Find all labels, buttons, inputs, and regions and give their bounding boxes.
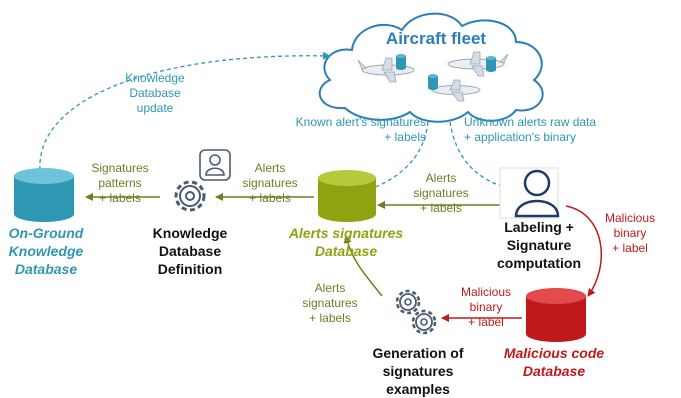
generation-process-label: Generation of signatures examples <box>372 345 463 397</box>
edge-label-line: Database <box>129 86 181 100</box>
labeling-process-label: Labeling + Signature computation <box>497 219 581 271</box>
edge-label-line: + labels <box>249 191 291 205</box>
database-label-line: Knowledge <box>9 243 84 259</box>
edge-label-unknown-alerts: Unknown alerts raw data + application's … <box>464 115 596 144</box>
malicious-database-label: Malicious code Database <box>504 345 605 379</box>
edge-label-line: signatures <box>302 296 357 310</box>
process-label-line: computation <box>497 255 581 271</box>
process-label-line: Definition <box>158 261 223 277</box>
edge-label-line: + labels <box>420 201 462 215</box>
process-label-line: Labeling + <box>504 219 574 235</box>
edge-label-line: + labels <box>384 130 426 144</box>
arrow-unknown-alerts <box>449 121 509 191</box>
edge-label-line: Malicious <box>461 285 511 299</box>
edge-label-line: + label <box>612 241 648 255</box>
edge-label-line: Alerts <box>426 171 457 185</box>
edge-label-known-alerts: Known alert's signatures + labels <box>296 115 426 144</box>
edge-label-line: Signatures <box>91 161 148 175</box>
on-ground-knowledge-database-icon <box>14 168 74 222</box>
edge-label-line: + labels <box>309 311 351 325</box>
arrow-kdb-update <box>39 51 331 171</box>
edge-label-line: Alerts <box>255 161 286 175</box>
edge-label-line: binary <box>614 226 647 240</box>
edge-label-line: patterns <box>98 176 141 190</box>
airplane-icon <box>431 79 481 102</box>
edge-label-alerts-to-kdd: Alerts signatures + labels <box>242 161 297 205</box>
kdd-process-label: Knowledge Database Definition <box>153 225 228 277</box>
edge-label-line: Unknown alerts raw data <box>464 115 596 129</box>
edge-label-gen-to-alerts: Alerts signatures + labels <box>302 281 357 325</box>
edge-label-line: binary <box>470 300 503 314</box>
edge-label-line: signatures <box>413 186 468 200</box>
process-label-line: Generation of <box>372 345 463 361</box>
gear-icon <box>174 180 206 212</box>
alerts-database-label: Alerts signatures Database <box>288 225 404 259</box>
arrow-gen-to-alerts <box>343 235 383 297</box>
arrow-labeling-to-malicious <box>565 205 602 297</box>
edge-label-signature-patterns: Signatures patterns + labels <box>91 161 148 205</box>
database-label-line: Alerts signatures <box>288 225 404 241</box>
alerts-signatures-database-icon <box>318 170 376 222</box>
user-icon <box>499 167 560 219</box>
edge-label-kdb-update: Knowledge Database update <box>125 71 185 115</box>
edge-label-line: signatures <box>242 176 297 190</box>
malicious-code-database-icon <box>526 288 586 342</box>
edge-label-line: Malicious <box>605 211 655 225</box>
user-icon <box>199 149 231 181</box>
database-label-line: On-Ground <box>9 225 84 241</box>
aircraft-fleet-cloud: Aircraft fleet <box>318 12 544 123</box>
cloud-database-icon <box>486 56 496 72</box>
edge-label-line: Knowledge <box>125 71 185 85</box>
arrow-known-alerts <box>367 121 429 192</box>
database-label-line: Database <box>315 243 377 259</box>
database-label-line: Database <box>15 261 77 277</box>
process-label-line: Signature <box>507 237 572 253</box>
edge-label-labeling-to-alerts: Alerts signatures + labels <box>413 171 468 215</box>
edge-label-malicious-to-db: Malicious binary + label <box>605 211 655 255</box>
edge-label-line: + application's binary <box>464 130 576 144</box>
process-label-line: examples <box>386 381 450 397</box>
edge-label-line: + labels <box>99 191 141 205</box>
gear-icon <box>411 309 437 335</box>
process-label-line: signatures <box>383 363 454 379</box>
knowledge-database-label: On-Ground Knowledge Database <box>9 225 84 277</box>
edge-label-line: Known alert's signatures <box>296 115 426 129</box>
process-label-line: Database <box>159 243 221 259</box>
edge-label-line: + label <box>468 315 504 329</box>
cloud-title: Aircraft fleet <box>386 29 486 48</box>
process-label-line: Knowledge <box>153 225 228 241</box>
database-label-line: Malicious code <box>504 345 605 361</box>
gear-icon <box>395 289 421 315</box>
edge-label-line: Alerts <box>315 281 346 295</box>
edge-label-malicious-to-gen: Malicious binary + label <box>461 285 511 329</box>
cloud-database-icon <box>396 54 406 70</box>
cloud-database-icon <box>428 74 438 90</box>
edge-label-line: update <box>137 101 174 115</box>
database-label-line: Database <box>523 363 585 379</box>
